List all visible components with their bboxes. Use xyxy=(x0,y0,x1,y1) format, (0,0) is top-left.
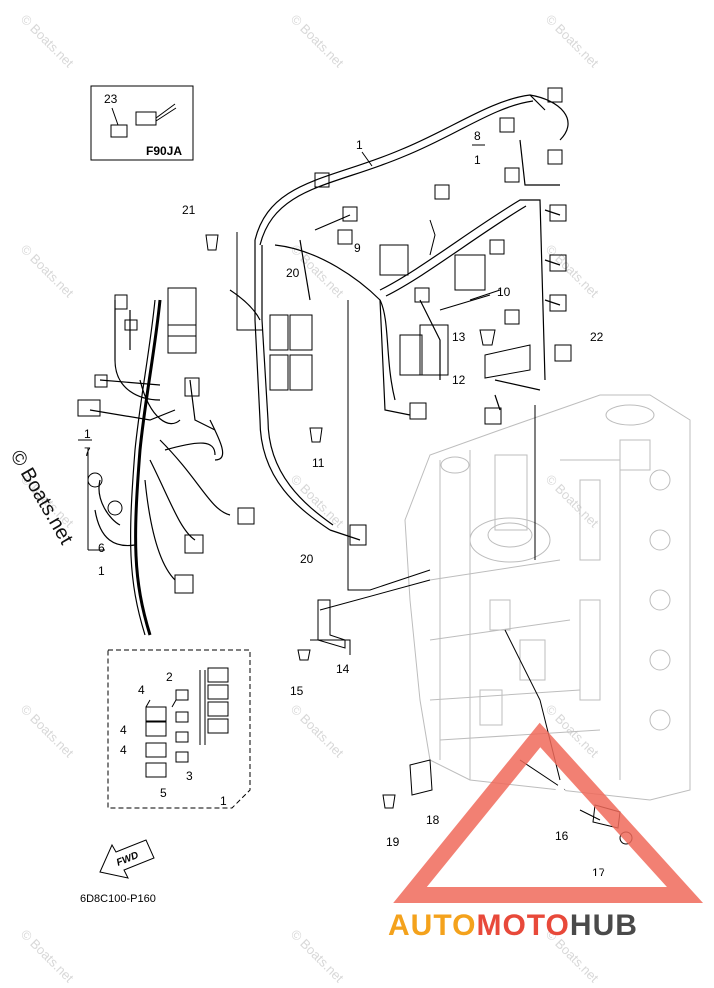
callout-3: 3 xyxy=(186,769,193,783)
left-harness xyxy=(77,287,255,636)
callout-6: 6 xyxy=(98,541,105,555)
watermark: © Boats.net xyxy=(18,702,77,761)
inset-box-relays xyxy=(107,649,251,809)
logo-auto: AUTO xyxy=(388,909,476,942)
callout-4: 4 xyxy=(138,683,145,697)
logo-moto: MOTO xyxy=(476,909,569,942)
callout-4b: 4 xyxy=(120,723,127,737)
callout-19: 19 xyxy=(386,835,400,849)
fwd-arrow: FWD xyxy=(99,839,155,879)
fwd-label: FWD xyxy=(115,850,140,869)
callout-4c: 4 xyxy=(120,743,127,757)
callout-20b: 20 xyxy=(300,552,314,566)
callout-1: 1 xyxy=(356,138,363,152)
callout-22: 22 xyxy=(590,330,604,344)
side-watermark: © Boats.net xyxy=(6,447,78,549)
watermark: © Boats.net xyxy=(18,12,77,71)
callout-21: 21 xyxy=(182,203,196,217)
callout-20: 20 xyxy=(286,266,300,280)
callout-1b: 1 xyxy=(474,153,481,167)
automotohub-logo: AUTOMOTOHUB xyxy=(388,722,704,942)
callout-5: 5 xyxy=(160,786,167,800)
callout-16: 16 xyxy=(555,829,569,843)
watermark-layer: © Boats.net © Boats.net © Boats.net © Bo… xyxy=(18,12,602,986)
watermark: © Boats.net xyxy=(288,12,347,71)
callout-10: 10 xyxy=(497,285,511,299)
logo-hub: HUB xyxy=(570,909,638,942)
watermark: © Boats.net xyxy=(288,927,347,986)
watermark: © Boats.net xyxy=(543,12,602,71)
callout-13: 13 xyxy=(452,330,466,344)
watermark: © Boats.net xyxy=(288,702,347,761)
wiring-harness xyxy=(229,87,572,546)
callout-1e: 1 xyxy=(220,794,227,808)
model-label: F90JA xyxy=(146,144,182,158)
callout-2: 2 xyxy=(166,670,173,684)
callout-14: 14 xyxy=(336,662,350,676)
callout-1c: 1 xyxy=(84,427,91,441)
callout-23: 23 xyxy=(104,92,118,106)
watermark: © Boats.net xyxy=(18,242,77,301)
callout-15: 15 xyxy=(290,684,304,698)
callout-8: 8 xyxy=(474,129,481,143)
watermark: © Boats.net xyxy=(18,927,77,986)
callout-labels: 1 8 1 21 9 20 10 13 22 12 11 7 1 6 1 20 … xyxy=(78,129,606,880)
callout-18: 18 xyxy=(426,813,440,827)
diagram-code: 6D8C100-P160 xyxy=(80,893,156,905)
callout-7: 7 xyxy=(84,445,91,459)
inset-box-23: 23 F90JA xyxy=(90,85,194,161)
callout-9: 9 xyxy=(354,241,361,255)
engine-block xyxy=(404,394,691,801)
callout-11: 11 xyxy=(312,456,325,470)
svg-text:AUTOMOTOHUB: AUTOMOTOHUB xyxy=(388,909,638,942)
callout-1d: 1 xyxy=(98,564,105,578)
callout-12: 12 xyxy=(452,373,466,387)
